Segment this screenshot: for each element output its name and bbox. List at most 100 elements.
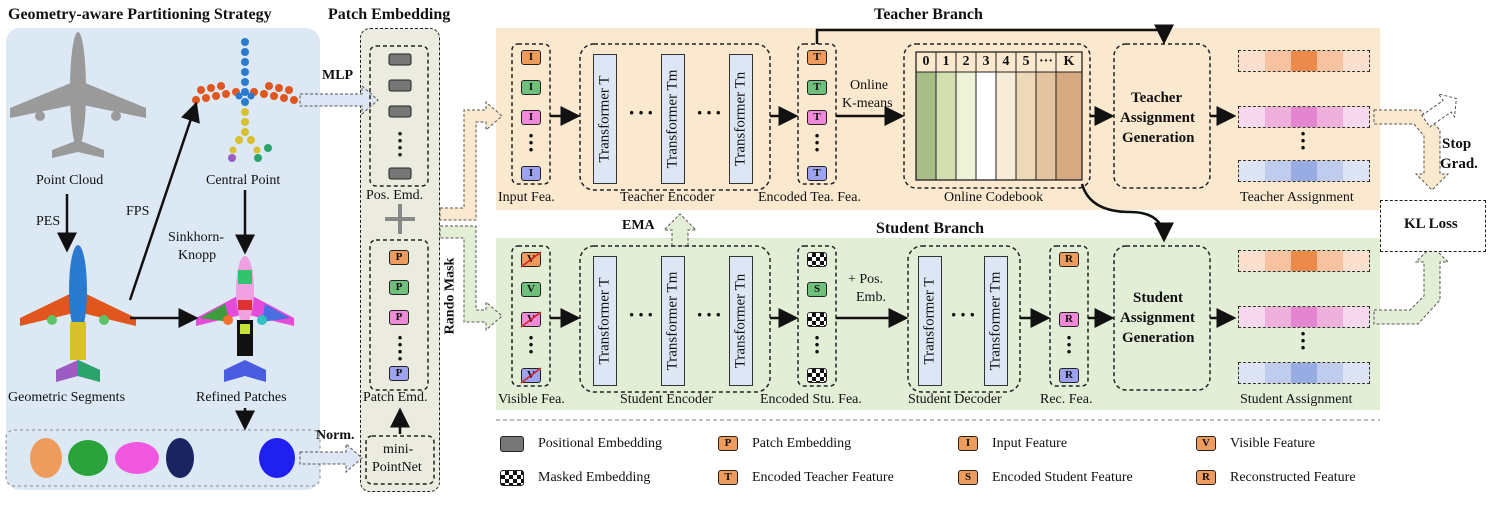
point-cloud-label: Point Cloud bbox=[36, 173, 104, 188]
fps-label: FPS bbox=[126, 204, 150, 219]
input-ellipsis: ··· bbox=[527, 123, 535, 162]
pos-emd-label: Pos. Emd. bbox=[366, 188, 424, 203]
refined-patches-airplane bbox=[196, 256, 294, 382]
knopp-label: Knopp bbox=[178, 248, 217, 263]
student-transformer-t1: Transformer T bbox=[593, 256, 617, 386]
legend-visible-swatch: V bbox=[1196, 436, 1216, 451]
student-ellipsis-2: ··· bbox=[696, 302, 725, 327]
input-fea-label: Input Fea. bbox=[498, 190, 555, 205]
patch-token: P bbox=[389, 310, 409, 325]
teacher-transformer-t1: Transformer T bbox=[593, 54, 617, 184]
legend-recon-label: Reconstructed Feature bbox=[1230, 470, 1356, 485]
teacher-ellipsis-1: ··· bbox=[628, 100, 657, 125]
codebook-indices: 0 1 2 3 4 5 ··· K bbox=[922, 54, 1075, 69]
masked-token bbox=[807, 312, 827, 327]
decoder-transformer-t1: Transformer T bbox=[918, 256, 942, 386]
pos-emb-label-1: + Pos. bbox=[848, 272, 884, 287]
decoder-ellipsis: ··· bbox=[950, 302, 979, 327]
visible-token: V bbox=[521, 282, 541, 297]
kl-loss-label: KL Loss bbox=[1404, 216, 1458, 232]
legend-masked-swatch bbox=[500, 470, 524, 486]
encoded-teacher-token: T bbox=[807, 50, 827, 65]
student-assignment-ellipsis: ··· bbox=[1299, 321, 1307, 360]
stop-grad-label-1: Stop bbox=[1442, 136, 1472, 152]
masked-token bbox=[807, 368, 827, 383]
geometric-segments-airplane bbox=[20, 245, 136, 382]
student-assignment-bar-1 bbox=[1238, 250, 1370, 272]
input-token: I bbox=[521, 166, 541, 181]
rec-fea-label: Rec. Fea. bbox=[1040, 392, 1093, 407]
recon-ellipsis: ··· bbox=[1065, 325, 1073, 364]
encoded-student-label: Encoded Stu. Fea. bbox=[760, 392, 862, 407]
encoded-student-token: S bbox=[807, 282, 827, 297]
teacher-transformer-tm: Transformer Tm bbox=[661, 54, 685, 184]
pos-emb-label-2: Emb. bbox=[856, 290, 886, 305]
mini-pointnet-label-1: mini- bbox=[383, 442, 414, 457]
decoder-transformer-tm: Transformer Tm bbox=[984, 256, 1008, 386]
patch-token: P bbox=[389, 250, 409, 265]
student-branch-title: Student Branch bbox=[876, 220, 985, 237]
encoded-teacher-token: T bbox=[807, 110, 827, 125]
pes-label: PES bbox=[36, 214, 61, 229]
patch-token: P bbox=[389, 366, 409, 381]
point-cloud-airplane bbox=[10, 32, 146, 158]
legend-enc-student-swatch: S bbox=[958, 470, 978, 485]
student-decoder-label: Student Decoder bbox=[908, 392, 1002, 407]
geometric-segments-label: Geometric Segments bbox=[8, 390, 126, 405]
encoded-teacher-label: Encoded Tea. Fea. bbox=[758, 190, 861, 205]
teacher-gen-3: Generation bbox=[1122, 130, 1195, 146]
student-assignment-bar-2 bbox=[1238, 306, 1370, 328]
teacher-assignment-ellipsis: ··· bbox=[1299, 121, 1307, 160]
legend-enc-student-label: Encoded Student Feature bbox=[992, 470, 1133, 485]
input-token: I bbox=[521, 50, 541, 65]
legend-input-swatch: I bbox=[958, 436, 978, 451]
codebook-columns bbox=[915, 51, 1083, 181]
refined-patches-label: Refined Patches bbox=[196, 390, 287, 405]
teacher-encoder-label: Teacher Encoder bbox=[620, 190, 715, 205]
mini-pointnet-label-2: PointNet bbox=[372, 460, 422, 475]
input-token: I bbox=[521, 110, 541, 125]
legend-recon-swatch: R bbox=[1196, 470, 1216, 485]
patch-embedding-title: Patch Embedding bbox=[328, 6, 451, 23]
sinkhorn-label: Sinkhorn- bbox=[168, 230, 224, 245]
legend-pos-label: Positional Embedding bbox=[538, 436, 663, 451]
input-token: I bbox=[521, 80, 541, 95]
stop-grad-label-2: Grad. bbox=[1440, 156, 1478, 172]
student-encoder-label: Student Encoder bbox=[620, 392, 713, 407]
student-assignment-label: Student Assignment bbox=[1240, 392, 1353, 407]
norm-label: Norm. bbox=[316, 428, 355, 443]
legend-masked-label: Masked Embedding bbox=[538, 470, 651, 485]
visible-ellipsis: ··· bbox=[527, 325, 535, 364]
teacher-assignment-label: Teacher Assignment bbox=[1240, 190, 1354, 205]
teacher-ellipsis-2: ··· bbox=[696, 100, 725, 125]
mlp-label: MLP bbox=[322, 68, 354, 83]
student-transformer-tm: Transformer Tm bbox=[661, 256, 685, 386]
teacher-gen-1: Teacher bbox=[1131, 90, 1183, 106]
legend-enc-teacher-label: Encoded Teacher Feature bbox=[752, 470, 894, 485]
student-gen-2: Assignment bbox=[1120, 310, 1196, 326]
online-label-2: K-means bbox=[842, 96, 893, 111]
patch-ellipsis: ···· bbox=[396, 325, 404, 371]
legend-pos-swatch bbox=[500, 436, 524, 452]
recon-token: R bbox=[1059, 252, 1079, 267]
ema-label: EMA bbox=[622, 218, 655, 233]
pos-emd-ellipsis: ···· bbox=[396, 121, 404, 167]
legend-input-label: Input Feature bbox=[992, 436, 1068, 451]
teacher-transformer-tn: Transformer Tn bbox=[729, 54, 753, 184]
legend-enc-teacher-swatch: T bbox=[718, 470, 738, 485]
visible-fea-label: Visible Fea. bbox=[498, 392, 565, 407]
patch-blobs bbox=[5, 429, 321, 487]
kl-loss-box bbox=[1380, 200, 1486, 252]
teacher-assignment-bar-1 bbox=[1238, 50, 1370, 72]
legend-patch-label: Patch Embedding bbox=[752, 436, 852, 451]
online-label-1: Online bbox=[850, 78, 889, 93]
student-ellipsis-1: ··· bbox=[628, 302, 657, 327]
legend-patch-swatch: P bbox=[718, 436, 738, 451]
recon-token: R bbox=[1059, 368, 1079, 383]
teacher-branch-title: Teacher Branch bbox=[874, 6, 983, 23]
encoded-student-ellipsis: ··· bbox=[813, 325, 821, 364]
encoded-teacher-token: T bbox=[807, 166, 827, 181]
teacher-gen-2: Assignment bbox=[1120, 110, 1196, 126]
partition-title: Geometry-aware Partitioning Strategy bbox=[8, 6, 272, 23]
